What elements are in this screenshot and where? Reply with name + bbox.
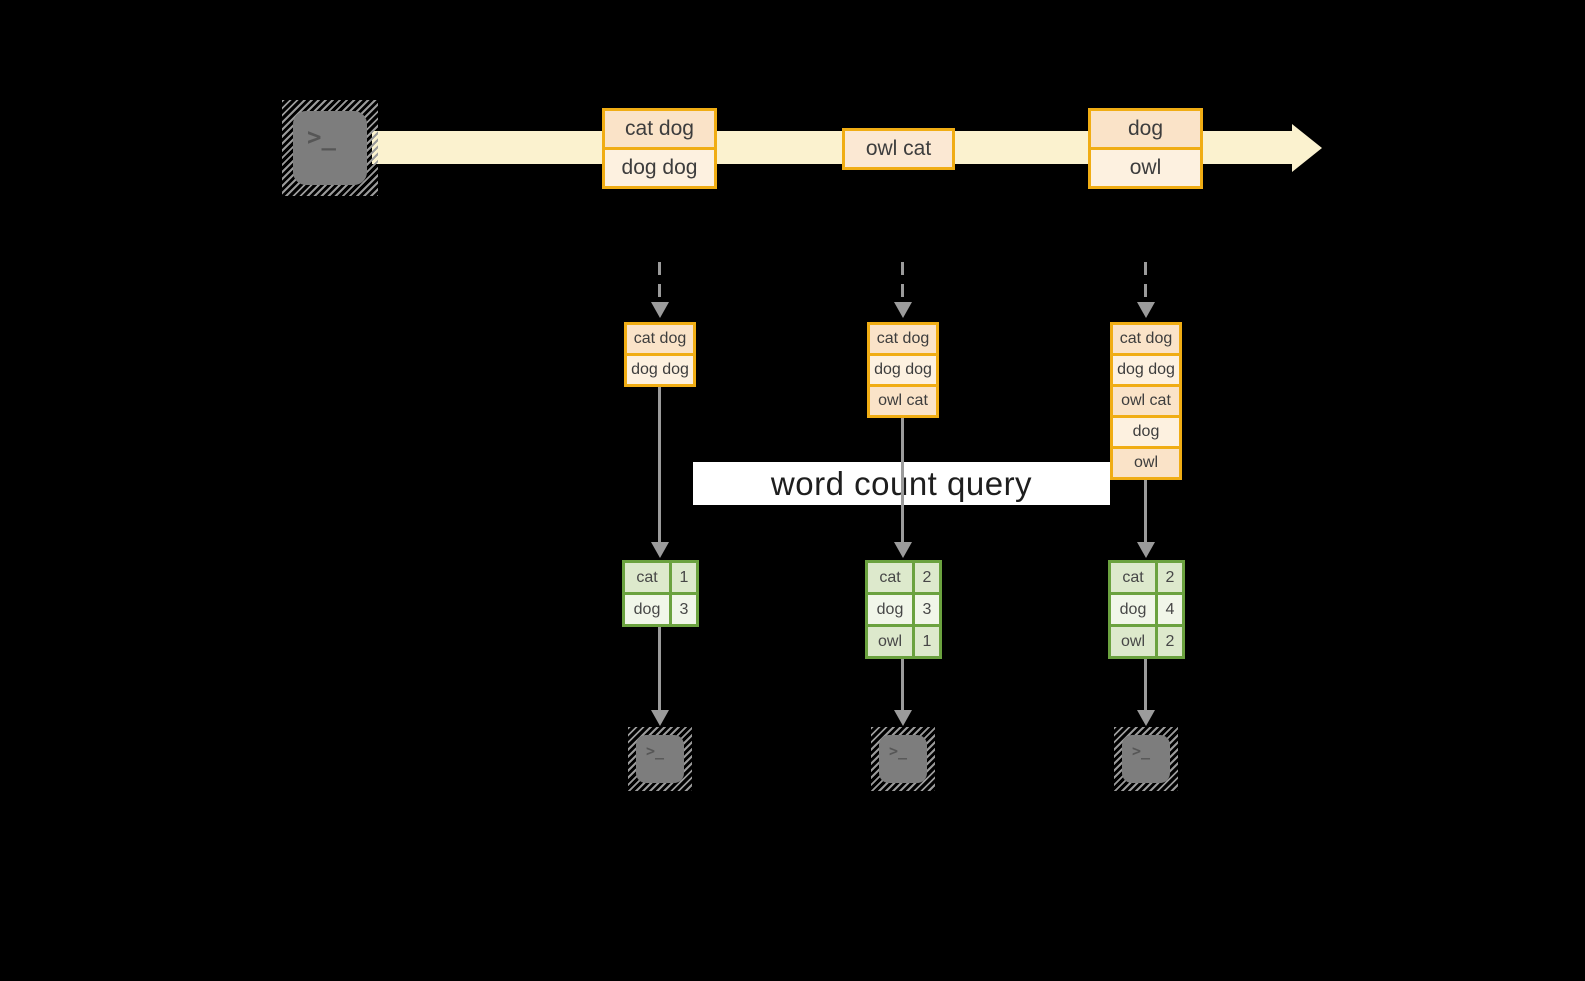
query-arrow-line-3 [1144, 480, 1147, 543]
output-arrow-line-2 [901, 659, 904, 711]
output-arrow-line-3 [1144, 659, 1147, 711]
count-cell: 2 [1158, 627, 1182, 656]
terminal-screen: >_ [293, 111, 367, 185]
stream-message: dog dog [605, 150, 714, 186]
terminal-screen: >_ [636, 735, 684, 783]
count-cell: 2 [915, 563, 939, 592]
ingest-arrow-line-3 [1144, 262, 1147, 304]
query-arrowhead-3 [1137, 542, 1155, 558]
stream-arrowhead [1292, 124, 1322, 172]
output-arrow-line-1 [658, 627, 661, 711]
word-cell: owl [868, 627, 912, 656]
word-cell: dog [868, 595, 912, 624]
terminal-prompt-glyph: >_ [889, 742, 908, 760]
output-terminal-icon-3: >_ [1114, 727, 1178, 791]
buffered-message: owl cat [870, 387, 936, 415]
ingest-arrowhead-1 [651, 302, 669, 318]
output-terminal-icon-2: >_ [871, 727, 935, 791]
terminal-prompt-glyph: >_ [307, 123, 336, 151]
word-count-table-3: cat 2 dog 4 owl 2 [1108, 560, 1185, 659]
buffered-message: cat dog [627, 325, 693, 353]
buffered-message: owl cat [1113, 387, 1179, 415]
word-cell: owl [1111, 627, 1155, 656]
source-terminal-icon: >_ [282, 100, 378, 196]
ingest-arrow-line-1 [658, 262, 661, 304]
count-cell: 1 [672, 563, 696, 592]
ingest-arrow-line-2 [901, 262, 904, 304]
output-arrowhead-2 [894, 710, 912, 726]
terminal-prompt-glyph: >_ [646, 742, 665, 760]
query-arrowhead-1 [651, 542, 669, 558]
buffered-message: cat dog [870, 325, 936, 353]
terminal-screen: >_ [879, 735, 927, 783]
output-arrowhead-1 [651, 710, 669, 726]
word-count-table-2: cat 2 dog 3 owl 1 [865, 560, 942, 659]
word-cell: dog [1111, 595, 1155, 624]
buffered-message: dog dog [627, 356, 693, 384]
query-arrow-line-1 [658, 387, 661, 543]
terminal-screen: >_ [1122, 735, 1170, 783]
buffered-message: dog [1113, 418, 1179, 446]
stream-event-batch-1: cat dog dog dog [602, 108, 717, 189]
count-cell: 4 [1158, 595, 1182, 624]
ingest-arrowhead-2 [894, 302, 912, 318]
terminal-prompt-glyph: >_ [1132, 742, 1151, 760]
word-cell: cat [868, 563, 912, 592]
message-buffer-3: cat dog dog dog owl cat dog owl [1110, 322, 1182, 480]
buffered-message: dog dog [1113, 356, 1179, 384]
stream-message: owl [1091, 150, 1200, 186]
query-arrow-line-2 [901, 418, 904, 543]
message-buffer-1: cat dog dog dog [624, 322, 696, 387]
message-buffer-2: cat dog dog dog owl cat [867, 322, 939, 418]
count-cell: 3 [915, 595, 939, 624]
stream-message: dog [1091, 111, 1200, 147]
output-arrowhead-3 [1137, 710, 1155, 726]
stream-message: cat dog [605, 111, 714, 147]
stream-message: owl cat [845, 131, 952, 167]
count-cell: 2 [1158, 563, 1182, 592]
output-terminal-icon-1: >_ [628, 727, 692, 791]
stream-event-batch-3: dog owl [1088, 108, 1203, 189]
word-cell: dog [625, 595, 669, 624]
query-arrowhead-2 [894, 542, 912, 558]
stream-event-batch-2: owl cat [842, 128, 955, 170]
ingest-arrowhead-3 [1137, 302, 1155, 318]
word-count-table-1: cat 1 dog 3 [622, 560, 699, 627]
buffered-message: owl [1113, 449, 1179, 477]
buffered-message: dog dog [870, 356, 936, 384]
count-cell: 1 [915, 627, 939, 656]
word-cell: cat [1111, 563, 1155, 592]
word-cell: cat [625, 563, 669, 592]
buffered-message: cat dog [1113, 325, 1179, 353]
count-cell: 3 [672, 595, 696, 624]
